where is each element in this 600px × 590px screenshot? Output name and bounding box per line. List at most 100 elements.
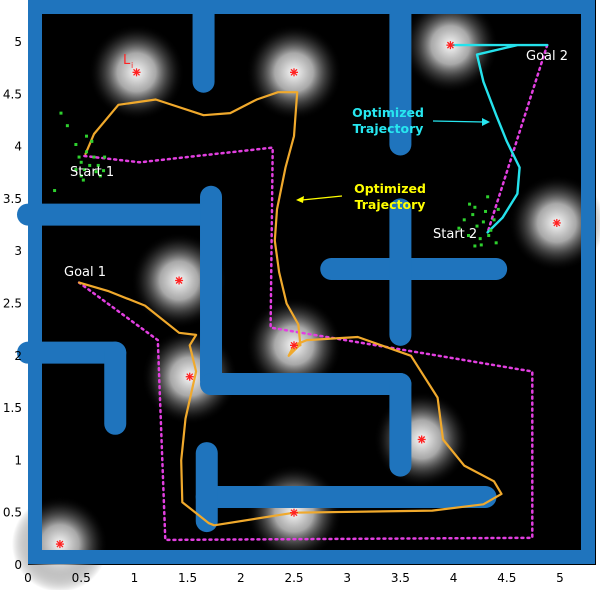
start-2-particle-9 bbox=[486, 195, 490, 199]
landmark-label: L bbox=[123, 53, 131, 68]
x-tick-label-6: 3 bbox=[343, 571, 351, 585]
landmark-marker-d2 bbox=[290, 509, 298, 517]
start-1-particle-19 bbox=[85, 134, 89, 138]
start-1-particle-15 bbox=[79, 174, 83, 178]
start-2-particle-6 bbox=[478, 237, 482, 241]
cyan-label-arrow bbox=[432, 120, 485, 123]
y-tick-label-5: 2.5 bbox=[3, 297, 22, 311]
y-tick-label-6: 3 bbox=[14, 244, 22, 258]
optimized-path-1 bbox=[77, 91, 503, 527]
start-1-label: Start 1 bbox=[70, 165, 114, 180]
start-2-particle-5 bbox=[475, 224, 479, 228]
goal-2-label: Goal 2 bbox=[526, 49, 568, 64]
landmarks bbox=[55, 41, 561, 549]
landmark-label-subscript: i bbox=[131, 61, 133, 70]
start-1-particle-13 bbox=[103, 155, 107, 159]
particle-clouds bbox=[53, 111, 500, 248]
start-1-particle-0 bbox=[59, 111, 63, 115]
x-tick-label-0: 0 bbox=[24, 571, 32, 585]
optimized-trajectory-yellow-label-line2: Trajectory bbox=[355, 197, 426, 212]
start-2-particle-1 bbox=[462, 218, 466, 222]
start-1-particle-9 bbox=[92, 155, 96, 159]
landmark-marker-d2 bbox=[290, 341, 298, 349]
start-1-particle-5 bbox=[82, 168, 86, 172]
outer-wall bbox=[28, 0, 595, 564]
start-1-particle-18 bbox=[53, 189, 57, 193]
start-1-particle-1 bbox=[65, 124, 69, 128]
y-tick-label-4: 2 bbox=[14, 349, 22, 363]
start-2-particle-11 bbox=[492, 218, 496, 222]
landmark-marker-9 bbox=[55, 540, 64, 549]
y-axis-ticks: 00.511.522.533.544.55 bbox=[3, 35, 22, 572]
start-1-particle-6 bbox=[85, 150, 89, 154]
cyan-arrow-head bbox=[482, 118, 490, 126]
start-2-particle-15 bbox=[473, 244, 477, 248]
optimized-trajectory-yellow-label-line1: Optimized bbox=[354, 181, 426, 196]
start-2-particle-3 bbox=[471, 213, 475, 217]
optimized-trajectory-cyan-label-line1: Optimized bbox=[352, 105, 424, 120]
landmark-marker-d2 bbox=[56, 540, 64, 548]
x-tick-label-2: 1 bbox=[131, 571, 139, 585]
optimized-trajectory-cyan-label-line2: Trajectory bbox=[353, 121, 424, 136]
start-2-label: Start 2 bbox=[433, 227, 477, 242]
start-1-particle-4 bbox=[79, 160, 83, 164]
start-2-particle-0 bbox=[457, 226, 461, 230]
y-tick-label-2: 1 bbox=[14, 453, 22, 467]
y-tick-label-8: 4 bbox=[14, 140, 22, 154]
landmark-marker-1 bbox=[290, 68, 298, 77]
start-2-particle-12 bbox=[494, 241, 498, 245]
y-tick-label-3: 1.5 bbox=[3, 401, 22, 415]
start-2-particle-2 bbox=[466, 234, 470, 238]
start-1-particle-3 bbox=[77, 155, 81, 159]
start-1-particle-11 bbox=[94, 170, 98, 174]
x-tick-label-7: 3.5 bbox=[391, 571, 410, 585]
landmark-marker-d2 bbox=[133, 68, 140, 76]
start-2-particle-13 bbox=[496, 207, 500, 211]
landmark-marker-d2 bbox=[446, 41, 454, 49]
landmark-marker-4 bbox=[175, 276, 184, 285]
start-1-particle-2 bbox=[74, 143, 78, 147]
landmark-marker-d2 bbox=[175, 277, 183, 284]
start-2-particle-14 bbox=[479, 243, 483, 247]
landmark-marker-0 bbox=[132, 68, 141, 77]
planned-path-2 bbox=[486, 43, 549, 234]
start-2-particle-17 bbox=[468, 202, 472, 206]
trajectories bbox=[77, 43, 549, 542]
x-tick-label-1: 0.5 bbox=[72, 571, 91, 585]
x-tick-label-8: 4 bbox=[450, 571, 458, 585]
start-2-particle-4 bbox=[473, 205, 477, 209]
x-tick-label-9: 4.5 bbox=[497, 571, 516, 585]
y-tick-label-7: 3.5 bbox=[3, 192, 22, 206]
landmark-marker-8 bbox=[290, 508, 298, 517]
landmark-marker-d2 bbox=[290, 68, 298, 76]
landmark-marker-3 bbox=[552, 218, 561, 227]
start-2-particle-10 bbox=[489, 228, 493, 232]
start-1-particle-14 bbox=[102, 169, 106, 173]
start-1-particle-17 bbox=[81, 178, 85, 182]
start-1-particle-12 bbox=[98, 174, 102, 178]
start-1-particle-16 bbox=[74, 168, 78, 172]
annotations: L i Start 1 Goal 1 Start 2 Goal 2 Optimi… bbox=[64, 49, 568, 280]
yellow-arrow-head bbox=[296, 196, 304, 203]
start-2-particle-7 bbox=[481, 220, 485, 224]
landmark-marker-d2 bbox=[553, 219, 561, 227]
y-tick-label-0: 0 bbox=[14, 558, 22, 572]
x-tick-label-5: 2.5 bbox=[284, 571, 303, 585]
goal-1-label: Goal 1 bbox=[64, 265, 106, 280]
x-tick-label-4: 2 bbox=[237, 571, 245, 585]
walls bbox=[17, 0, 508, 533]
landmark-marker-5 bbox=[290, 341, 298, 350]
landmark-marker-6 bbox=[185, 372, 194, 381]
start-1-particle-8 bbox=[90, 139, 94, 143]
landmark-marker-d2 bbox=[418, 436, 426, 443]
yellow-label-arrow bbox=[301, 195, 343, 201]
x-tick-label-10: 5 bbox=[556, 571, 564, 585]
start-2-particle-16 bbox=[487, 234, 491, 238]
landmark-marker-d2 bbox=[186, 373, 194, 381]
start-1-particle-10 bbox=[96, 163, 100, 167]
planned-path-1 bbox=[77, 146, 534, 542]
optimized-path-2 bbox=[449, 43, 549, 234]
landmark-marker-2 bbox=[446, 41, 455, 50]
